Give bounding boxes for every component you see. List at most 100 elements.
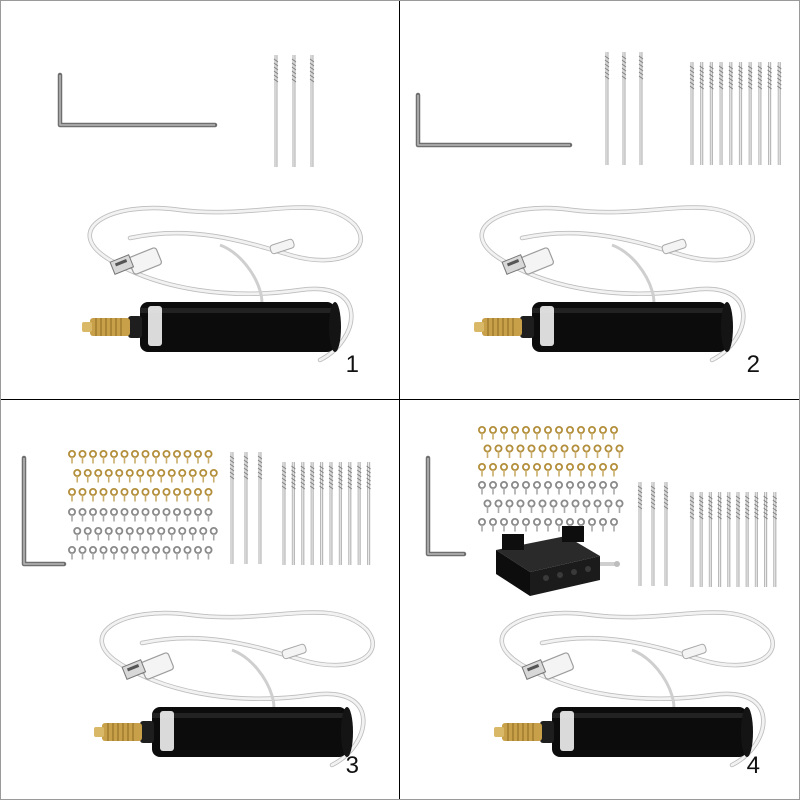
drill-bit-icon	[718, 62, 724, 165]
eye-screw-icon	[89, 508, 98, 522]
eye-screw-icon	[532, 463, 541, 477]
panel-number: 2	[746, 351, 760, 378]
drill-bit-icon	[777, 62, 782, 165]
eye-screw-icon	[162, 450, 171, 464]
eye-screw-icon	[136, 527, 145, 541]
drill-bit-icon	[754, 492, 759, 587]
eye-screw-icon	[151, 545, 160, 560]
drill-bit-icon	[309, 462, 315, 565]
eye-screw-icon	[83, 527, 92, 541]
eye-screw-icon	[188, 527, 197, 541]
eye-screw-icon	[89, 545, 98, 560]
eye-screw-icon	[193, 545, 202, 560]
eye-screw-icon	[94, 469, 103, 483]
eye-screw-icon	[157, 469, 166, 483]
eye-screw-icon	[565, 481, 574, 495]
bench-vise-icon	[496, 526, 620, 596]
panel-3: 3	[0, 400, 400, 800]
eye-screw-icon	[543, 481, 552, 495]
eye-screw-icon	[505, 444, 514, 458]
eye-screw-icon	[146, 469, 155, 483]
drill-bit-icon	[663, 482, 669, 586]
hex-key-icon	[415, 92, 573, 148]
eye-screw-icon	[565, 463, 574, 477]
eye-screw-icon	[183, 450, 192, 464]
eye-screw-icon	[141, 450, 150, 464]
hex-key-icon	[425, 455, 467, 557]
eye-screw-icon	[543, 518, 552, 532]
eye-screw-icon	[99, 450, 108, 464]
eye-screw-icon	[120, 545, 129, 560]
eye-screw-icon	[604, 444, 613, 458]
eye-screw-icon	[94, 527, 103, 541]
eye-screw-icon	[151, 488, 160, 502]
panel-3-illustration	[21, 450, 375, 768]
drill-bit-icon	[328, 462, 334, 565]
panel-4: 4	[400, 400, 800, 800]
eye-screw-icon	[483, 499, 492, 513]
eye-screw-icon	[593, 444, 602, 458]
eye-screw-icon	[489, 463, 498, 477]
eye-screw-icon	[141, 488, 150, 502]
drill-bit-icon	[338, 462, 343, 565]
eye-screw-icon	[554, 518, 563, 532]
drill-bit-icon	[650, 482, 656, 586]
eye-screw-icon	[68, 545, 77, 560]
eye-screw-icon	[500, 518, 509, 532]
eye-screw-icon	[78, 488, 87, 502]
eye-screw-icon	[172, 545, 181, 560]
eye-screw-icon	[172, 450, 181, 464]
eye-screw-icon	[489, 481, 498, 495]
eye-screw-icon	[489, 425, 498, 440]
eye-screw-icon	[141, 545, 150, 560]
eye-screw-icon	[172, 488, 181, 502]
eye-screw-icon	[209, 527, 218, 541]
eye-screw-icon	[99, 545, 108, 560]
eye-screw-icon	[532, 425, 541, 440]
eye-screw-icon	[183, 508, 192, 522]
eye-screw-icon	[125, 469, 134, 483]
eye-screw-icon	[527, 499, 536, 513]
eye-screw-icon	[130, 488, 139, 502]
eye-screw-icon	[204, 488, 213, 502]
eye-screw-icon	[500, 425, 509, 440]
eye-screw-icon	[560, 499, 569, 513]
drill-bit-icon	[604, 52, 610, 165]
eye-screw-icon	[110, 450, 119, 464]
panel-number: 3	[345, 752, 359, 779]
hex-key-icon	[21, 455, 67, 567]
eye-screw-icon	[193, 450, 202, 464]
eye-screw-icon	[522, 425, 531, 440]
eye-screw-icon	[120, 508, 129, 522]
drill-bit-icon	[708, 492, 713, 587]
eye-screw-icon	[115, 469, 124, 483]
eye-screw-icon	[78, 508, 87, 522]
mini-drill-icon	[520, 302, 733, 352]
drill-bit-icon	[709, 62, 714, 165]
drill-bit-icon	[728, 62, 734, 165]
drill-bit-icon	[356, 462, 362, 565]
drill-bit-icon	[747, 62, 753, 165]
drill-bit-icon	[243, 452, 249, 564]
brass-chuck-icon	[82, 318, 130, 336]
eye-screw-icon	[538, 444, 547, 458]
eye-screw-icon	[516, 499, 525, 513]
panel-4-illustration	[425, 425, 778, 768]
eye-screw-icon	[162, 508, 171, 522]
eye-screw-icon	[110, 545, 119, 560]
eye-screw-icon	[576, 481, 585, 495]
eye-screw-icon	[125, 527, 134, 541]
eye-screw-icon	[522, 463, 531, 477]
eye-screw-icon	[571, 444, 580, 458]
eye-screw-icon	[204, 508, 213, 522]
eye-screw-icon	[89, 450, 98, 464]
eye-screw-icon	[199, 527, 208, 541]
eye-screw-icon	[604, 499, 613, 513]
eye-screw-icon	[516, 444, 525, 458]
drill-bit-icon	[735, 492, 741, 587]
eye-screw-icon	[68, 508, 77, 522]
eye-screw-icon	[78, 545, 87, 560]
panel-number: 1	[345, 351, 359, 378]
eye-screw-icon	[73, 527, 82, 541]
